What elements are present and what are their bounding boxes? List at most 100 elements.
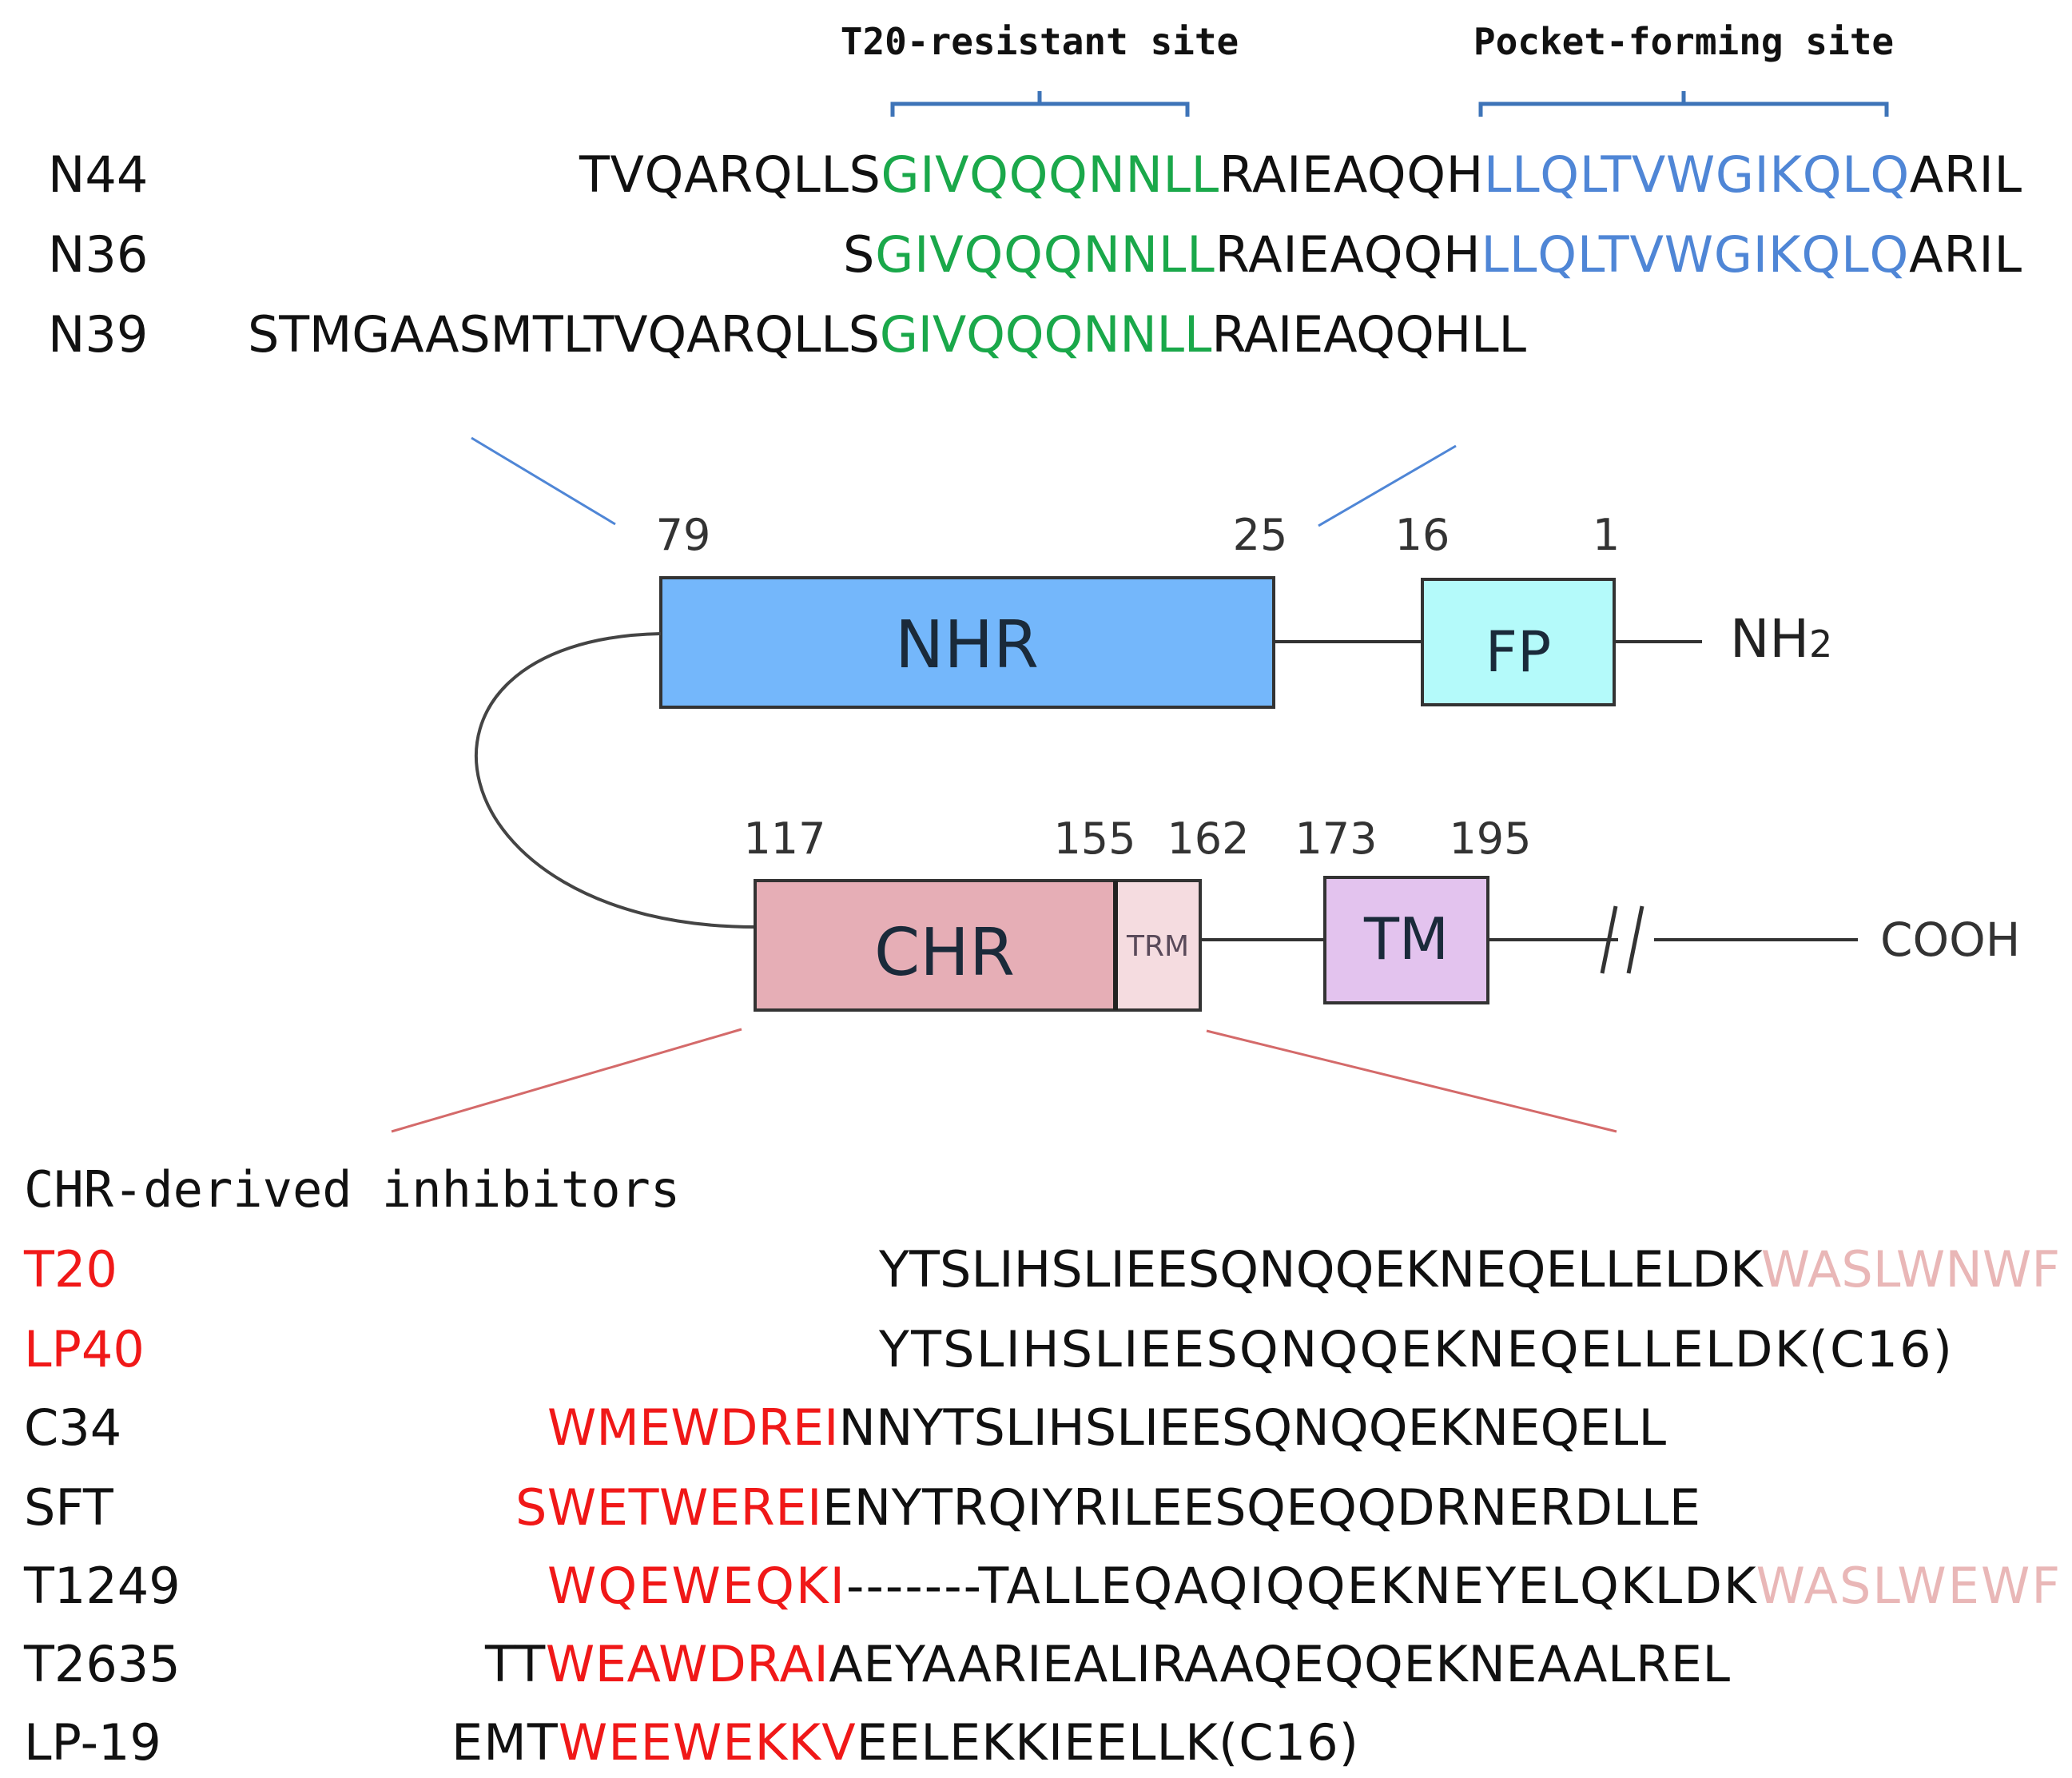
- residue-number: 173: [1295, 813, 1377, 864]
- peptide-sequence: TVQARQLLSGIVQQQNNLLRAIEAQQHLLQLTVWGIKQLQ…: [579, 145, 2022, 204]
- residue-number: 25: [1233, 510, 1288, 560]
- sequence-segment: ARIL: [1909, 225, 2022, 284]
- inhibitor-name: C34: [24, 1398, 121, 1457]
- break-mark: [1600, 905, 1644, 974]
- nhr-domain-box: [659, 576, 1275, 709]
- inhibitor-sequence: YTSLIHSLIEESQNQQEKNEQELLELDKWASLWNWF: [878, 1240, 2060, 1299]
- inhibitor-sequence: SWETWEREIENYTRQIYRILEESQEQQDRNERDLLE: [515, 1478, 1700, 1537]
- inhibitor-name: SFT: [24, 1478, 114, 1537]
- sequence-segment: S: [843, 225, 874, 284]
- sequence-segment: GIVQQQNNLL: [875, 225, 1215, 284]
- sequence-segment: -------TALLEQAQIQQEKNEYELQKLDK: [846, 1557, 1757, 1615]
- sequence-segment: YTSLIHSLIEESQNQQEKNEQELLELDK: [878, 1240, 1764, 1299]
- inhibitor-row: LP40 YTSLIHSLIEESQNQQEKNEQELLELDK(C16): [24, 1320, 1952, 1378]
- sequence-segment: EELEKKIEELLK(C16): [857, 1713, 1358, 1772]
- residue-number: 155: [1053, 813, 1135, 864]
- inhibitor-row: T2635 TTWEAWDRAIAEYAARIEALIRAAQEQQEKNEAA…: [23, 1635, 1730, 1693]
- residue-number: 79: [656, 510, 711, 560]
- inhibitor-sequence: EMTWEEWEKKVEELEKKIEELLK(C16): [451, 1713, 1358, 1772]
- chr-domain-label: CHR: [874, 915, 1015, 991]
- sequence-segment: AEYAARIEALIRAAQEQQEKNEAALREL: [829, 1635, 1730, 1693]
- inhibitor-row: T20 YTSLIHSLIEESQNQQEKNEQELLELDKWASLWNWF: [23, 1240, 2060, 1299]
- sequence-segment: LLQLTVWGIKQLQ: [1481, 225, 1908, 284]
- residue-number: 162: [1167, 813, 1249, 864]
- chr-section-title: CHR-derived inhibitors: [24, 1160, 680, 1219]
- sequence-segment: ARIL: [1910, 145, 2022, 204]
- peptide-name: N44: [48, 145, 148, 204]
- trm-domain-label: TRM: [1126, 930, 1189, 963]
- nh2-main: NH: [1730, 608, 1809, 670]
- gp41-top-strand: 79 25 16 1 NHR FP NH2: [656, 510, 1832, 709]
- nhr-peptide-row: N39 STMGAASMTLTVQARQLLSGIVQQQNNLLRAIEAQQ…: [48, 305, 1526, 364]
- inhibitor-sequence: WMEWDREINNYTSLIHSLIEESQNQQEKNEQELL: [547, 1398, 1666, 1457]
- fp-domain-label: FP: [1485, 619, 1551, 685]
- residue-number: 195: [1449, 813, 1531, 864]
- inhibitor-row: SFT SWETWEREIENYTRQIYRILEESQEQQDRNERDLLE: [24, 1478, 1700, 1537]
- sequence-segment: GIVQQQNNLL: [881, 145, 1219, 204]
- fp-domain-box: [1421, 578, 1616, 706]
- sequence-segment: EMT: [451, 1713, 559, 1772]
- inhibitor-name: T20: [23, 1240, 117, 1299]
- sequence-segment: NNYTSLIHSLIEESQNQQEKNEQELL: [839, 1398, 1667, 1457]
- pocket-forming-bracket: [1478, 91, 1889, 117]
- inhibitor-sequence: YTSLIHSLIEESQNQQEKNEQELLELDK(C16): [878, 1320, 1952, 1378]
- tm-domain-box: [1323, 876, 1489, 1004]
- sequence-segment: YTSLIHSLIEESQNQQEKNEQELLELDK(C16): [878, 1320, 1952, 1378]
- sequence-segment: WASLWEWF: [1756, 1557, 2060, 1615]
- sequence-segment: TT: [484, 1635, 546, 1693]
- nhr-chr-loop: [474, 632, 756, 929]
- nhr-zoom-line-left: [471, 436, 616, 526]
- trm-domain-box: [1114, 879, 1202, 1012]
- sequence-segment: WMEWDREI: [547, 1398, 838, 1457]
- inhibitor-name: LP40: [24, 1320, 145, 1378]
- inhibitor-row: T1249 WQEWEQKI-------TALLEQAQIQQEKNEYELQ…: [23, 1557, 2060, 1615]
- sequence-segment: S: [515, 1478, 547, 1537]
- inhibitor-sequence: TTWEAWDRAIAEYAARIEALIRAAQEQQEKNEAALREL: [484, 1635, 1730, 1693]
- chr-zoom-line-left: [391, 1028, 742, 1133]
- inhibitor-name: T1249: [23, 1557, 181, 1615]
- gp41-bottom-strand: 117 155 162 173 195 CHR TRM TM COOH: [743, 813, 2020, 1012]
- sequence-segment: RAIEAQQH: [1215, 225, 1481, 284]
- sequence-segment: TVQARQLLS: [579, 145, 881, 204]
- inhibitor-name: T2635: [23, 1635, 181, 1693]
- tm-domain-label: TM: [1363, 905, 1449, 973]
- pocket-forming-site-label: Pocket-forming site: [1473, 20, 1894, 63]
- sequence-segment: GIVQQQNNLL: [880, 305, 1212, 364]
- sequence-segment: STMGAASMTLTVQARQLLS: [248, 305, 880, 364]
- sequence-segment: WEAWDRAI: [546, 1635, 829, 1693]
- sequence-segment: WEEWEKKV: [559, 1713, 856, 1772]
- sequence-segment: WQEWEQKI: [547, 1557, 845, 1615]
- t20-resistant-site-label: T20-resistant site: [841, 20, 1239, 63]
- nhr-zoom-line-right: [1318, 444, 1457, 527]
- chr-inhibitor-list: T20 YTSLIHSLIEESQNQQEKNEQELLELDKWASLWNWF…: [23, 1240, 2060, 1772]
- inhibitor-row: LP-19 EMTWEEWEKKVEELEKKIEELLK(C16): [24, 1713, 1358, 1772]
- peptide-name: N36: [48, 225, 148, 284]
- nhr-peptide-list: N44 TVQARQLLSGIVQQQNNLLRAIEAQQHLLQLTVWGI…: [48, 145, 2022, 364]
- nhr-peptide-row: N44 TVQARQLLSGIVQQQNNLLRAIEAQQHLLQLTVWGI…: [48, 145, 2022, 204]
- sequence-segment: ENYTRQIYRILEESQEQQDRNERDLLE: [822, 1478, 1700, 1537]
- inhibitor-name: LP-19: [24, 1713, 161, 1772]
- residue-number: 117: [743, 813, 825, 864]
- sequence-segment: LLQLTVWGIKQLQ: [1484, 145, 1909, 204]
- chr-zoom-line-right: [1206, 1029, 1617, 1133]
- peptide-name: N39: [48, 305, 148, 364]
- sequence-segment: WETWEREI: [547, 1478, 821, 1537]
- sequence-segment: WASLWNWF: [1761, 1240, 2060, 1299]
- nhr-peptide-row: N36 SGIVQQQNNLLRAIEAQQHLLQLTVWGIKQLQARIL: [48, 225, 2022, 284]
- inhibitor-row: C34 WMEWDREINNYTSLIHSLIEESQNQQEKNEQELL: [24, 1398, 1666, 1457]
- sequence-segment: RAIEAQQHLL: [1211, 305, 1526, 364]
- residue-number: 1: [1593, 510, 1620, 560]
- nhr-domain-label: NHR: [895, 607, 1039, 683]
- nh2-terminus-label: NH2: [1730, 608, 1832, 670]
- nh2-subscript: 2: [1809, 622, 1832, 666]
- sequence-segment: RAIEAQQH: [1219, 145, 1483, 204]
- peptide-sequence: STMGAASMTLTVQARQLLSGIVQQQNNLLRAIEAQQHLL: [248, 305, 1526, 364]
- inhibitor-sequence: WQEWEQKI-------TALLEQAQIQQEKNEYELQKLDKWA…: [547, 1557, 2060, 1615]
- peptide-sequence: SGIVQQQNNLLRAIEAQQHLLQLTVWGIKQLQARIL: [843, 225, 2022, 284]
- site-brackets: [890, 91, 1889, 117]
- residue-number: 16: [1395, 510, 1450, 560]
- cooh-terminus-label: COOH: [1880, 913, 2020, 967]
- t20-resistant-bracket: [890, 91, 1190, 117]
